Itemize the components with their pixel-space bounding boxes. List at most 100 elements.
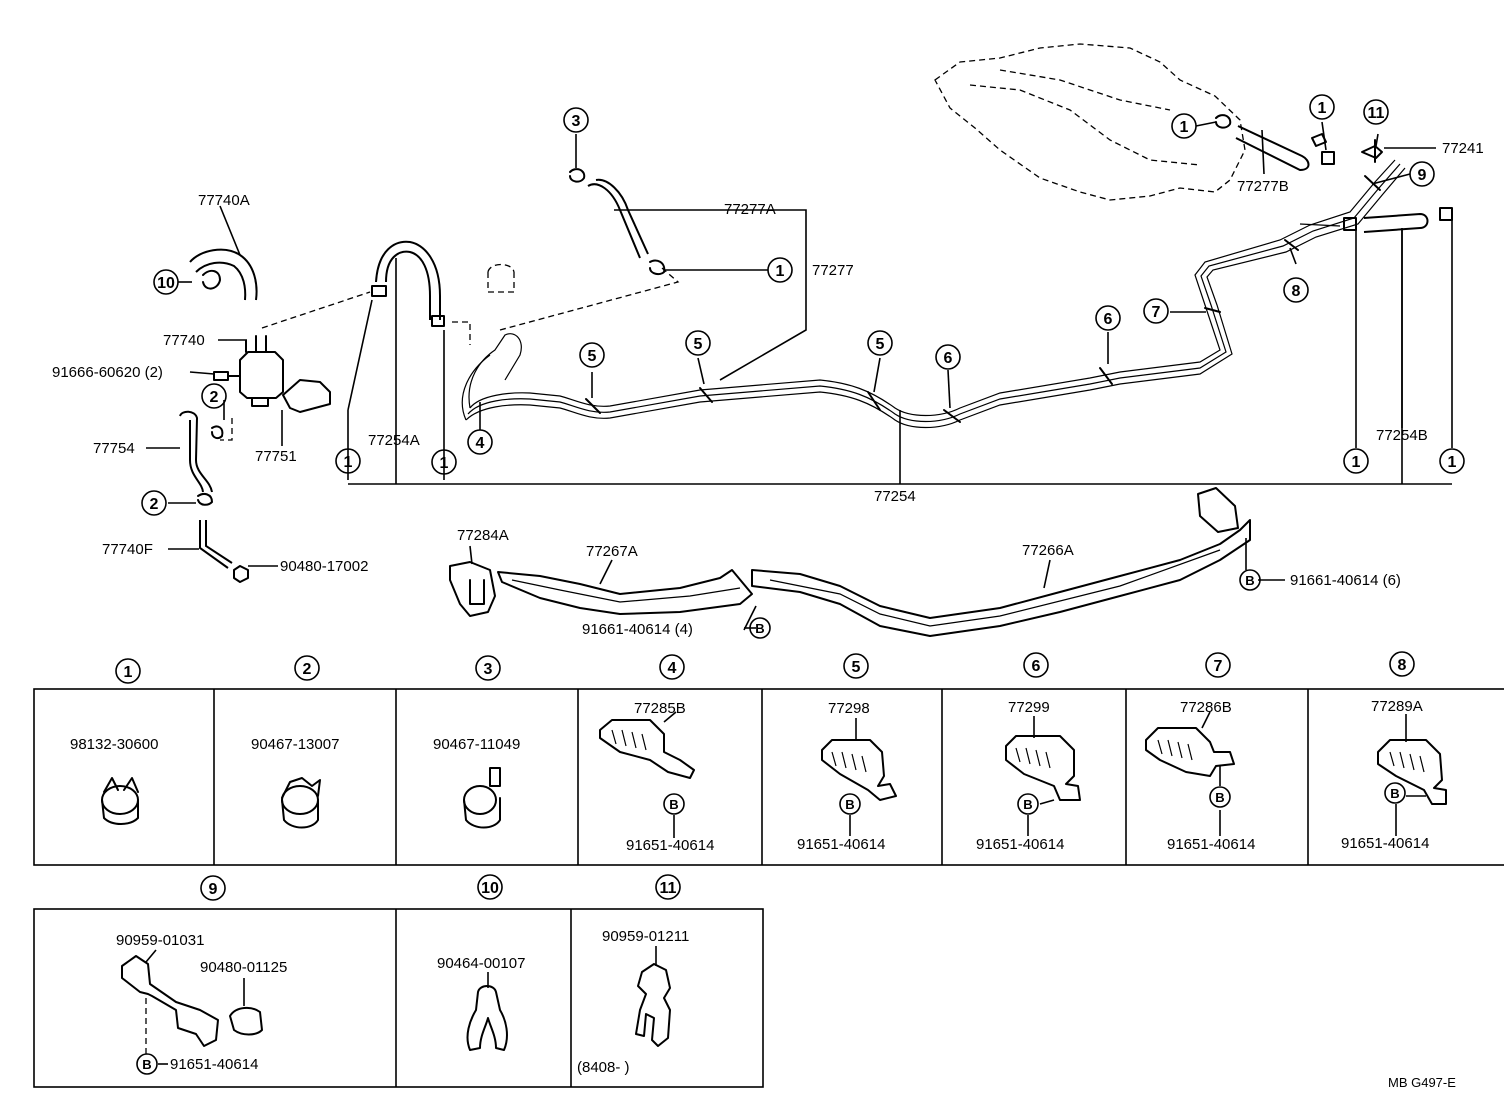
panel-headers-row-1: 1 2 3 4 5 6 7 8 <box>115 651 1415 684</box>
label-91661-40614-4: 91661-40614 (4) <box>582 621 693 638</box>
callout-9: 9 <box>1418 167 1427 184</box>
label-77277B: 77277B <box>1237 178 1289 195</box>
clamp-77285B-drawing <box>599 711 695 838</box>
label-77254B: 77254B <box>1376 427 1428 444</box>
panel-4-part: 77285B <box>634 700 686 717</box>
label-91666-60620: 91666-60620 (2) <box>52 364 163 381</box>
panel-2-part: 90467-13007 <box>251 736 339 753</box>
callout-6-a: 6 <box>944 350 953 367</box>
label-77740A: 77740A <box>198 192 250 209</box>
callouts-upper: 3 10 2 2 1 1 4 5 5 5 6 6 7 8 9 11 1 1 1 … <box>141 94 1465 639</box>
label-77277: 77277 <box>812 262 854 279</box>
label-77241: 77241 <box>1442 140 1484 157</box>
callout-7: 7 <box>1152 304 1161 321</box>
panel-8-bolt: 91651-40614 <box>1341 835 1429 852</box>
protector-77284A <box>449 561 496 617</box>
pipe-left-bends <box>461 333 522 421</box>
pipe-to-77254B <box>1299 223 1341 227</box>
callout-6-b: 6 <box>1104 311 1113 328</box>
dash-clamp-pipe <box>452 321 471 345</box>
panel-5-bolt: 91651-40614 <box>797 836 885 853</box>
hose-77277A <box>587 178 649 259</box>
panel-4-b: B <box>669 797 678 812</box>
protector-77266A <box>751 487 1251 637</box>
fuel-tank-outline <box>934 43 1246 201</box>
hose-77754 <box>179 410 213 493</box>
fitting-77241 <box>1311 133 1327 147</box>
nut-90480 <box>233 565 249 583</box>
panel-11-num: 11 <box>660 880 677 897</box>
clamp-1-parts-left <box>371 285 445 327</box>
clamp-1-part-77277 <box>649 259 666 276</box>
label-77254: 77254 <box>874 488 916 505</box>
panel-11-note: (8408- ) <box>577 1059 630 1076</box>
callout-8: 8 <box>1292 283 1301 300</box>
canister-77740 <box>239 335 284 407</box>
panel-5-part: 77298 <box>828 700 870 717</box>
panel-9-b: B <box>142 1057 151 1072</box>
panel-2-num: 2 <box>303 661 312 678</box>
callout-4: 4 <box>476 435 485 452</box>
callout-1-f: 1 <box>1352 454 1361 471</box>
panel-1-part: 98132-30600 <box>70 736 158 753</box>
panel-5-num: 5 <box>852 659 861 676</box>
label-77277A: 77277A <box>724 201 776 218</box>
panel-7-bolt: 91651-40614 <box>1167 836 1255 853</box>
pipe-clamp-marks <box>585 175 1381 423</box>
clamp-90467-13007-drawing <box>281 777 321 829</box>
clamp-10-part <box>202 269 221 290</box>
callout-5-c: 5 <box>876 336 885 353</box>
clamp-3-part <box>569 168 586 183</box>
clamp-90467-11049-drawing <box>463 767 501 829</box>
callout-5-b: 5 <box>694 336 703 353</box>
clamp-1-part-right-top <box>1321 151 1335 165</box>
label-77740F: 77740F <box>102 541 153 558</box>
panel-7-part: 77286B <box>1180 699 1232 716</box>
hose-77277B <box>1235 125 1310 172</box>
panel-1-num: 1 <box>124 664 133 681</box>
callout-2-lower: 2 <box>150 496 159 513</box>
panel-8-num: 8 <box>1398 657 1407 674</box>
panel-10-part: 90464-00107 <box>437 955 525 972</box>
label-77266A: 77266A <box>1022 542 1074 559</box>
leader-lines <box>146 121 1453 631</box>
panel-9-part-1: 90959-01031 <box>116 932 204 949</box>
dash-canister-bracket <box>220 418 233 441</box>
panel-6-num: 6 <box>1032 658 1041 675</box>
panel-8-part: 77289A <box>1371 698 1423 715</box>
callout-10: 10 <box>157 275 175 292</box>
pipe-77740F <box>199 520 233 569</box>
callout-1-d: 1 <box>1180 119 1189 136</box>
panel-6-bolt: 91651-40614 <box>976 836 1064 853</box>
panel-10-num: 10 <box>481 880 499 897</box>
panel-4-bolt: 91651-40614 <box>626 837 714 854</box>
panel-3-num: 3 <box>484 661 493 678</box>
filter-component <box>487 263 515 293</box>
clamp-90959-01211-drawing <box>635 946 671 1047</box>
hose-77254A <box>375 240 441 320</box>
callout-5-a: 5 <box>588 348 597 365</box>
dash-to-77277 <box>499 267 680 331</box>
callout-1-a: 1 <box>344 454 353 471</box>
protector-77267A <box>497 569 753 615</box>
panel-4-num: 4 <box>668 660 677 677</box>
panel-11-part: 90959-01211 <box>602 928 689 945</box>
callout-1-c: 1 <box>1318 100 1327 117</box>
panel-7-num: 7 <box>1214 658 1223 675</box>
panel-3-part: 90467-11049 <box>433 736 520 753</box>
label-90480-17002: 90480-17002 <box>280 558 368 575</box>
callout-b-6: B <box>1245 573 1254 588</box>
hose-77254B <box>1363 212 1429 233</box>
panel-6-b: B <box>1023 797 1032 812</box>
clamp-90959-01031-drawing <box>121 949 263 1065</box>
label-91661-40614-6: 91661-40614 (6) <box>1290 572 1401 589</box>
clamp-77289A-drawing <box>1377 714 1447 836</box>
label-77751: 77751 <box>255 448 297 465</box>
panel-9-part-2: 90480-01125 <box>200 959 287 976</box>
clamp-77286B-drawing <box>1145 711 1235 836</box>
label-77754: 77754 <box>93 440 135 457</box>
panel-7-b: B <box>1215 790 1224 805</box>
callout-b-4: B <box>755 621 764 636</box>
dash-to-77254A <box>261 291 371 329</box>
